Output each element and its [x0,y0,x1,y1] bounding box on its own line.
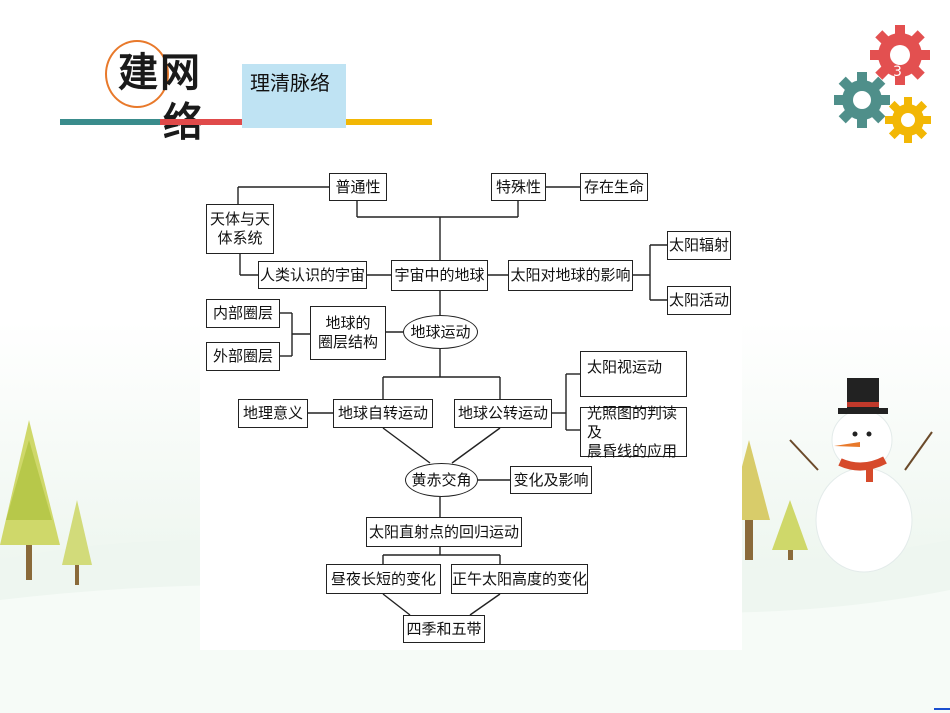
node-seasons-zones: 四季和五带 [403,615,485,643]
node-earth-in-universe: 宇宙中的地球 [391,260,488,291]
node-obliquity: 黄赤交角 [405,463,478,497]
node-day-length: 昼夜长短的变化 [326,564,441,594]
node-special: 特殊性 [491,173,546,201]
node-change-effect: 变化及影响 [510,466,592,494]
snowman-icon [789,378,933,573]
page-number: 3 [893,64,902,80]
header-bar-teal [60,119,160,125]
node-universal: 普通性 [329,173,387,201]
section-title-line1: 建网 [118,50,202,96]
tree-left-icon [0,420,60,580]
header-bar-red [160,119,242,125]
node-noon-altitude: 正午太阳高度的变化 [451,564,588,594]
node-illumination: 光照图的判读及 晨昏线的应用 [580,404,687,460]
node-geo-meaning: 地理意义 [238,399,308,428]
node-apparent-sun: 太阳视运动 [580,351,687,397]
concept-map: 普通性 特殊性 存在生命 天体与天 体系统 人类认识的宇宙 宇宙中的地球 太阳对… [200,167,742,650]
node-outer-layers: 外部圈层 [206,342,280,371]
header-bar-yellow [346,119,432,125]
title-circle-icon [105,40,169,108]
node-solar-activity: 太阳活动 [667,286,731,315]
connector-lines [237,186,667,616]
node-earth-motion: 地球运动 [403,315,478,349]
node-celestial: 天体与天 体系统 [206,204,274,254]
node-direct-point: 太阳直射点的回归运动 [366,517,522,547]
node-life: 存在生命 [580,173,648,201]
subtitle-box: 理清脉络 [242,64,346,128]
node-rotation: 地球自转运动 [333,399,433,428]
node-inner-layers: 内部圈层 [206,299,280,328]
node-revolution: 地球公转运动 [454,399,552,428]
node-layer-structure: 地球的 圈层结构 [310,306,386,360]
section-title: 建网 络 [118,48,218,148]
node-sun-influence: 太阳对地球的影响 [508,260,633,291]
node-solar-radiation: 太阳辐射 [667,231,731,260]
node-cognition: 人类认识的宇宙 [258,261,367,289]
